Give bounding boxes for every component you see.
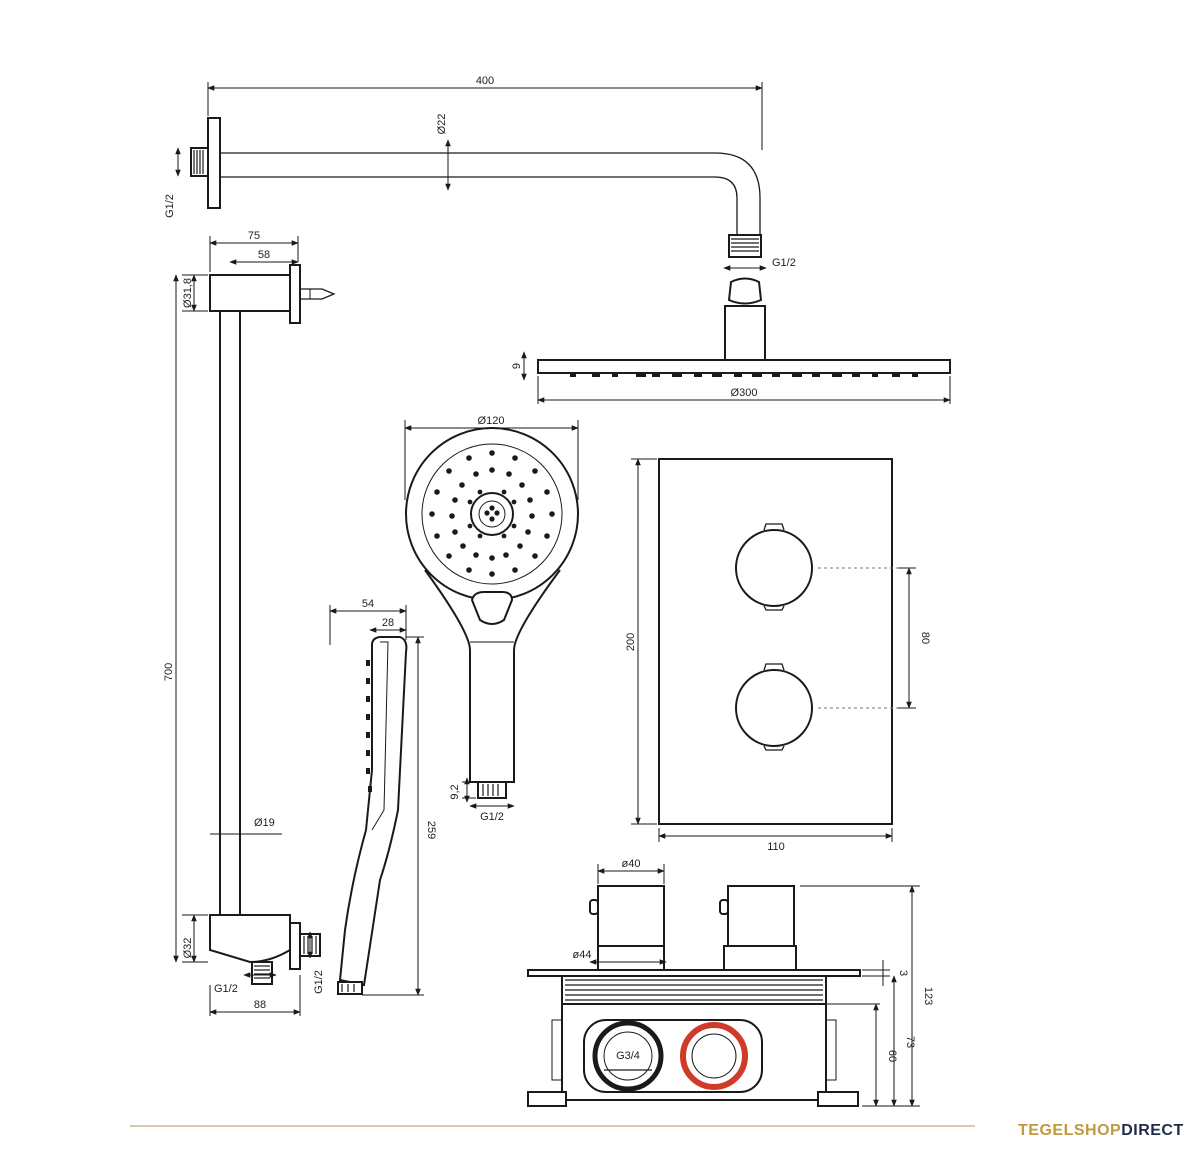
outlet-thread-label: G1/2 <box>214 983 238 995</box>
wall-thread-icon <box>193 150 204 174</box>
side-nozzles-icon <box>366 660 372 792</box>
plate-height-label: 200 <box>625 633 637 651</box>
handle-depth-label: 28 <box>382 617 394 629</box>
rail-height-label: 700 <box>163 663 175 681</box>
temperature-knob-icon <box>735 529 813 607</box>
rail-tube-label: Ø31,8 <box>182 278 194 308</box>
rail-projection-label: 75 <box>248 230 260 242</box>
hand-depth-label: 54 <box>362 598 374 610</box>
hand-length-label: 259 <box>425 821 437 839</box>
rail-diameter-label: Ø19 <box>254 817 275 829</box>
arm-wall-thread-label: G1/2 <box>164 194 176 218</box>
thread-band-icon <box>565 979 823 1001</box>
valve-connection-label: G3/4 <box>616 1050 640 1062</box>
outlet-diameter-label: Ø32 <box>182 938 194 959</box>
rain-head-diameter-label: Ø300 <box>731 387 758 399</box>
spray-nozzles-icon <box>429 450 555 577</box>
arm-length-dimension <box>207 82 763 150</box>
rail-bracket-label: 58 <box>258 249 270 261</box>
brand-logo[interactable]: TEGELSHOPDIRECT <box>1018 1122 1184 1140</box>
arm-length-label: 400 <box>476 75 494 87</box>
arm-head-thread-label: G1/2 <box>772 257 796 269</box>
rain-head-thickness-label: 9 <box>511 363 523 369</box>
knob-diameter-label: ø40 <box>622 858 641 870</box>
inner-depth-label: 60 <box>886 1050 898 1062</box>
arm-diameter-label: Ø22 <box>436 114 448 135</box>
rain-head <box>537 359 951 377</box>
hand-shower-front-view <box>405 427 579 799</box>
center-nozzles-icon <box>484 505 500 522</box>
hand-diameter-label: Ø120 <box>478 415 505 427</box>
shower-arm <box>190 117 766 361</box>
slide-rail <box>209 264 336 985</box>
hand-thread-label: G1/2 <box>480 811 504 823</box>
total-depth-label: 123 <box>922 987 934 1005</box>
valve-body: G3/4 <box>527 885 861 1107</box>
body-depth-label: 73 <box>904 1036 916 1048</box>
plate-width-label: 110 <box>767 841 785 853</box>
knob-spacing-label: 80 <box>919 632 931 644</box>
hand-thread-icon <box>482 784 499 796</box>
brand-name-part1: TEGELSHOP <box>1018 1122 1122 1139</box>
head-thread-icon <box>731 238 759 252</box>
rail-base-label: 88 <box>254 999 266 1011</box>
cold-connection-icon <box>592 1020 664 1092</box>
brand-name-part2: DIRECT <box>1121 1122 1184 1139</box>
plate-thickness-label: 3 <box>897 970 909 976</box>
nozzle-row-icon <box>570 373 918 377</box>
sleeve-diameter-label: ø44 <box>573 949 592 961</box>
hand-shower-side-view <box>337 636 408 995</box>
hand-neck-label: 9,2 <box>449 784 461 799</box>
wall-outlet-thread-label: G1/2 <box>313 970 325 994</box>
thermostat-plate <box>658 458 898 825</box>
flow-knob-icon <box>735 669 813 747</box>
